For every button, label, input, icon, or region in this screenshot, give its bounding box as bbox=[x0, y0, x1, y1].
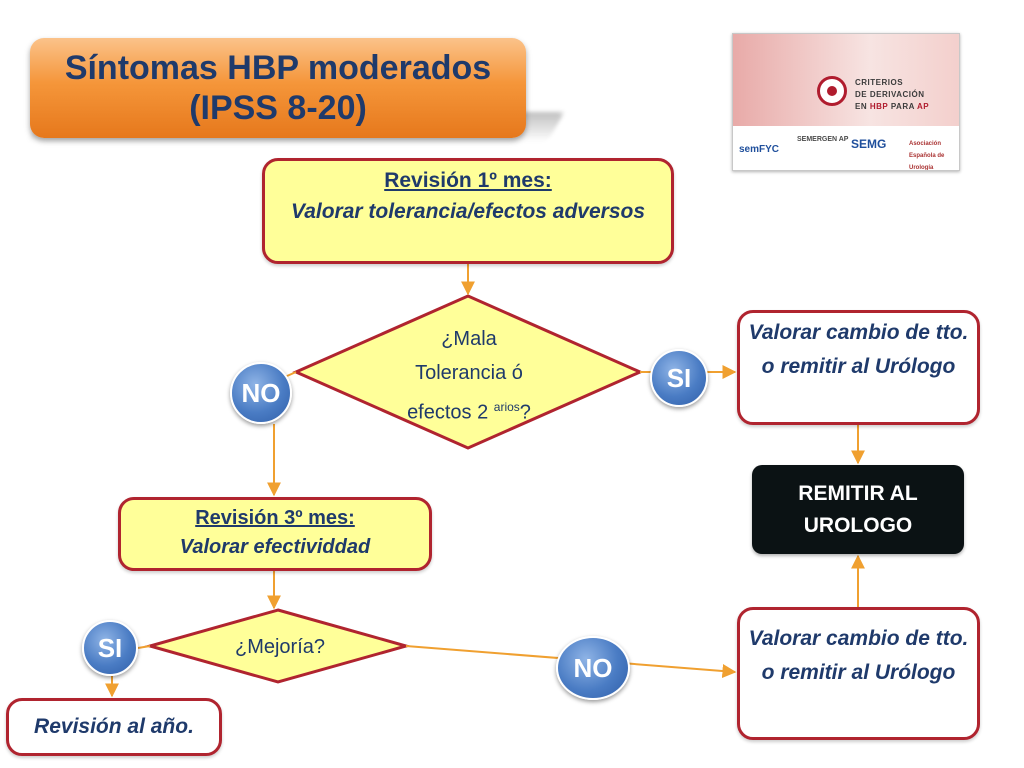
sponsor-logo-semergen: SEMERGEN AP bbox=[797, 136, 849, 143]
title-banner: Síntomas HBP moderados (IPSS 8-20) bbox=[30, 38, 526, 138]
node-change-treatment-2: Valorar cambio de tto. o remitir al Uról… bbox=[737, 607, 980, 740]
sponsor-logo-semg: SEMG bbox=[851, 137, 887, 151]
node-body: Valorar efectividdad bbox=[179, 536, 371, 558]
node-revision-1-month: Revisión 1º mes: Valorar tolerancia/efec… bbox=[262, 158, 674, 264]
logo-text-line1: CRITERIOS bbox=[855, 78, 904, 87]
prostate-emblem-icon bbox=[817, 76, 847, 106]
page-subtitle: (IPSS 8-20) bbox=[189, 89, 367, 127]
no-label-improvement: NO bbox=[556, 636, 630, 700]
node-revision-3-month: Revisión 3º mes: Valorar efectividdad bbox=[118, 497, 432, 571]
sponsor-logo-urologia: Asociación Española de Urología bbox=[909, 141, 945, 171]
node-annual-review: Revisión al año. bbox=[6, 698, 222, 756]
node-change-treatment-1: Valorar cambio de tto. o remitir al Uról… bbox=[737, 310, 980, 425]
node-heading: Revisión 1º mes: bbox=[384, 169, 552, 192]
yes-label-improvement: SI bbox=[82, 620, 138, 676]
logo-text-line3: EN HBP PARA AP bbox=[855, 102, 930, 111]
node-refer-urologist: REMITIR AL UROLOGO bbox=[752, 465, 964, 554]
sponsor-logo-semfyc: semFYC bbox=[739, 144, 780, 155]
no-label-tolerance: NO bbox=[230, 362, 292, 424]
decision-tolerance-text: ¿Mala Tolerancia ó efectos 2 arios? bbox=[407, 328, 531, 424]
logo-text-line2: DE DERIVACIÓN bbox=[855, 90, 925, 99]
node-heading: Revisión 3º mes: bbox=[195, 507, 355, 529]
node-body: Valorar tolerancia/efectos adversos bbox=[290, 200, 646, 223]
yes-label-tolerance: SI bbox=[650, 349, 708, 407]
line-decision2-to-si bbox=[137, 645, 151, 649]
guideline-logo-card: CRITERIOS DE DERIVACIÓN EN HBP PARA AP s… bbox=[732, 33, 960, 171]
sponsor-strip bbox=[733, 126, 959, 170]
decision-diamond-tolerance bbox=[292, 294, 644, 450]
decision-diamond-improvement bbox=[144, 608, 412, 684]
logo-background bbox=[733, 34, 959, 126]
page-title: Síntomas HBP moderados bbox=[64, 49, 492, 87]
decision-improvement-text: ¿Mejoría? bbox=[234, 636, 326, 658]
